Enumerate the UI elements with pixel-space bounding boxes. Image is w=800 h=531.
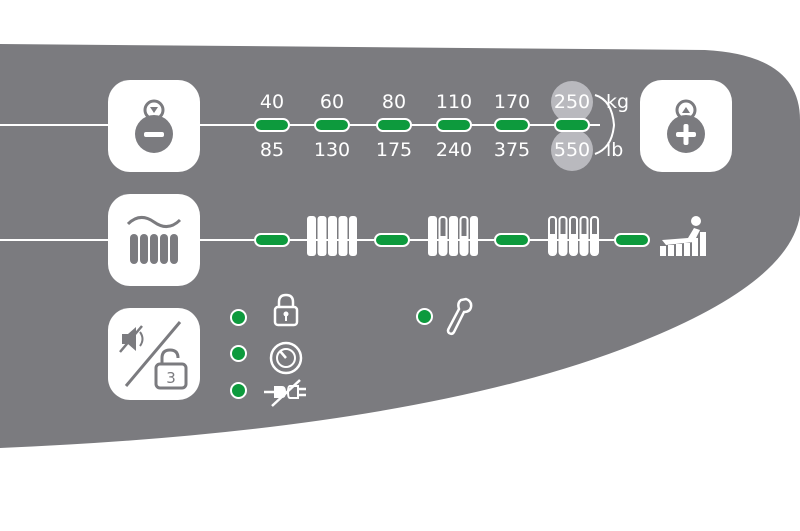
kg-value-5: 170 <box>493 91 531 113</box>
kg-value-1: 40 <box>259 91 285 113</box>
weight-decrease-button[interactable] <box>108 80 200 172</box>
mute-lock-icon: 3 <box>119 321 188 390</box>
lb-value-2: 130 <box>313 139 351 161</box>
weight-plus-icon <box>667 99 705 153</box>
alternating-mattress-icon <box>428 216 478 256</box>
lb-value-6: 550 <box>553 139 591 161</box>
weight-minus-icon <box>135 99 173 153</box>
padlock-icon <box>273 293 299 327</box>
gauge-icon <box>269 341 303 375</box>
max-kg-highlight <box>551 81 593 123</box>
lb-value-5: 375 <box>493 139 531 161</box>
static-mattress-icon <box>307 216 357 256</box>
lb-value-4: 240 <box>435 139 473 161</box>
unit-bracket <box>594 94 616 155</box>
mode-led-1 <box>254 233 290 247</box>
gauge-status-led <box>230 345 247 362</box>
lock-status-led <box>230 309 247 326</box>
mute-lock-button[interactable]: 3 <box>108 308 200 400</box>
mode-led-4 <box>614 233 650 247</box>
kg-value-2: 60 <box>319 91 345 113</box>
lb-unit: lb <box>606 139 624 161</box>
patient-seated-mode-icon <box>660 216 706 256</box>
max-lb-highlight <box>551 129 593 171</box>
kg-unit: kg <box>606 91 630 113</box>
weight-led-2 <box>314 118 350 132</box>
mode-led-3 <box>494 233 530 247</box>
lock-digit: 3 <box>166 369 176 387</box>
mattress-wave-icon <box>126 216 182 264</box>
service-status-led <box>416 308 433 325</box>
lb-value-1: 85 <box>259 139 285 161</box>
weight-led-5 <box>494 118 530 132</box>
weight-led-3 <box>376 118 412 132</box>
unplugged-icon <box>264 379 306 407</box>
weight-led-4 <box>436 118 472 132</box>
weight-led-6 <box>554 118 590 132</box>
power-status-led <box>230 382 247 399</box>
weight-increase-button[interactable] <box>640 80 732 172</box>
weight-led-1 <box>254 118 290 132</box>
kg-value-3: 80 <box>381 91 407 113</box>
mattress-mode-button[interactable] <box>108 194 200 286</box>
wrench-icon <box>446 297 473 336</box>
pulsating-mattress-icon <box>548 216 599 256</box>
lb-value-3: 175 <box>375 139 413 161</box>
kg-value-6: 250 <box>553 91 591 113</box>
mode-led-2 <box>374 233 410 247</box>
kg-value-4: 110 <box>435 91 473 113</box>
